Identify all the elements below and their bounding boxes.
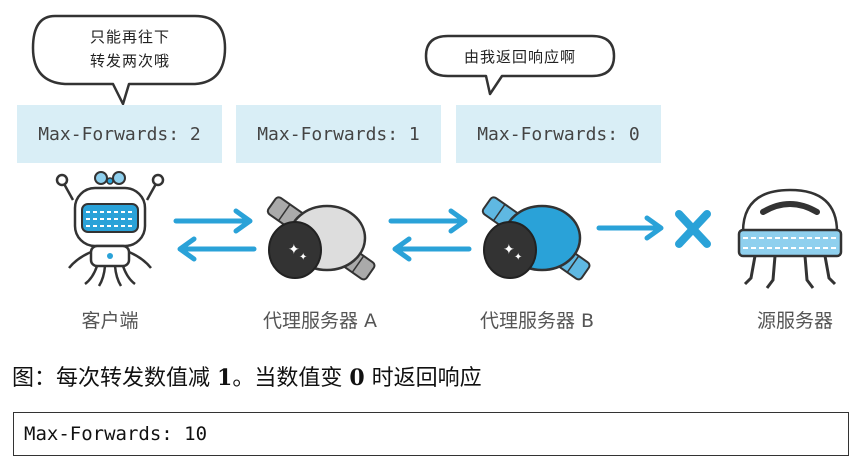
bidirectional-arrows-icon (388, 208, 472, 262)
header-box-proxy-a: Max-Forwards: 2 (17, 105, 222, 163)
svg-text:✦: ✦ (288, 242, 300, 258)
bubble-line-1: 只能再往下 (89, 28, 170, 46)
node-label-client: 客户端 (81, 310, 139, 332)
proxy-a-icon: ✦ ✦ (266, 196, 376, 281)
speech-bubble-shape (424, 34, 616, 96)
origin-server-icon (737, 188, 843, 289)
speech-bubble-client: 只能再往下 转发两次哦 (25, 8, 235, 108)
node-label-proxy-a: 代理服务器 A (262, 310, 378, 332)
figure-caption: 图：每次转发数值减 1。当数值变 0 时返回响应 (12, 360, 482, 392)
node-label-origin: 源服务器 (756, 310, 833, 332)
node-label-proxy-b: 代理服务器 B (479, 310, 595, 332)
header-box-proxy-b: Max-Forwards: 1 (236, 105, 441, 163)
code-example-box: Max-Forwards: 10 (13, 412, 849, 456)
caption-middle: 。当数值变 (232, 366, 350, 391)
header-text: Max-Forwards: 0 (477, 123, 640, 145)
caption-num-2: 0 (349, 365, 365, 391)
svg-text:✦: ✦ (514, 252, 522, 263)
svg-text:✦: ✦ (503, 242, 515, 258)
bidirectional-arrows-icon (173, 208, 257, 262)
caption-num-1: 1 (217, 365, 233, 391)
svg-text:✦: ✦ (299, 252, 307, 263)
header-box-origin: Max-Forwards: 0 (456, 105, 661, 163)
speech-bubble-proxy-b: 由我返回响应啊 (420, 30, 620, 100)
caption-suffix: 时返回响应 (364, 366, 482, 391)
bubble-line-2: 转发两次哦 (89, 52, 170, 70)
proxy-b-icon: ✦ ✦ (481, 196, 591, 281)
code-example-text: Max-Forwards: 10 (24, 423, 208, 445)
client-robot-icon (55, 171, 165, 287)
bubble-line-1: 由我返回响应啊 (463, 48, 576, 66)
blocked-arrow-icon (596, 210, 711, 248)
caption-prefix: 图：每次转发数值减 (12, 366, 217, 391)
header-text: Max-Forwards: 1 (257, 123, 420, 145)
header-text: Max-Forwards: 2 (38, 123, 201, 145)
speech-bubble-shape (31, 14, 227, 106)
